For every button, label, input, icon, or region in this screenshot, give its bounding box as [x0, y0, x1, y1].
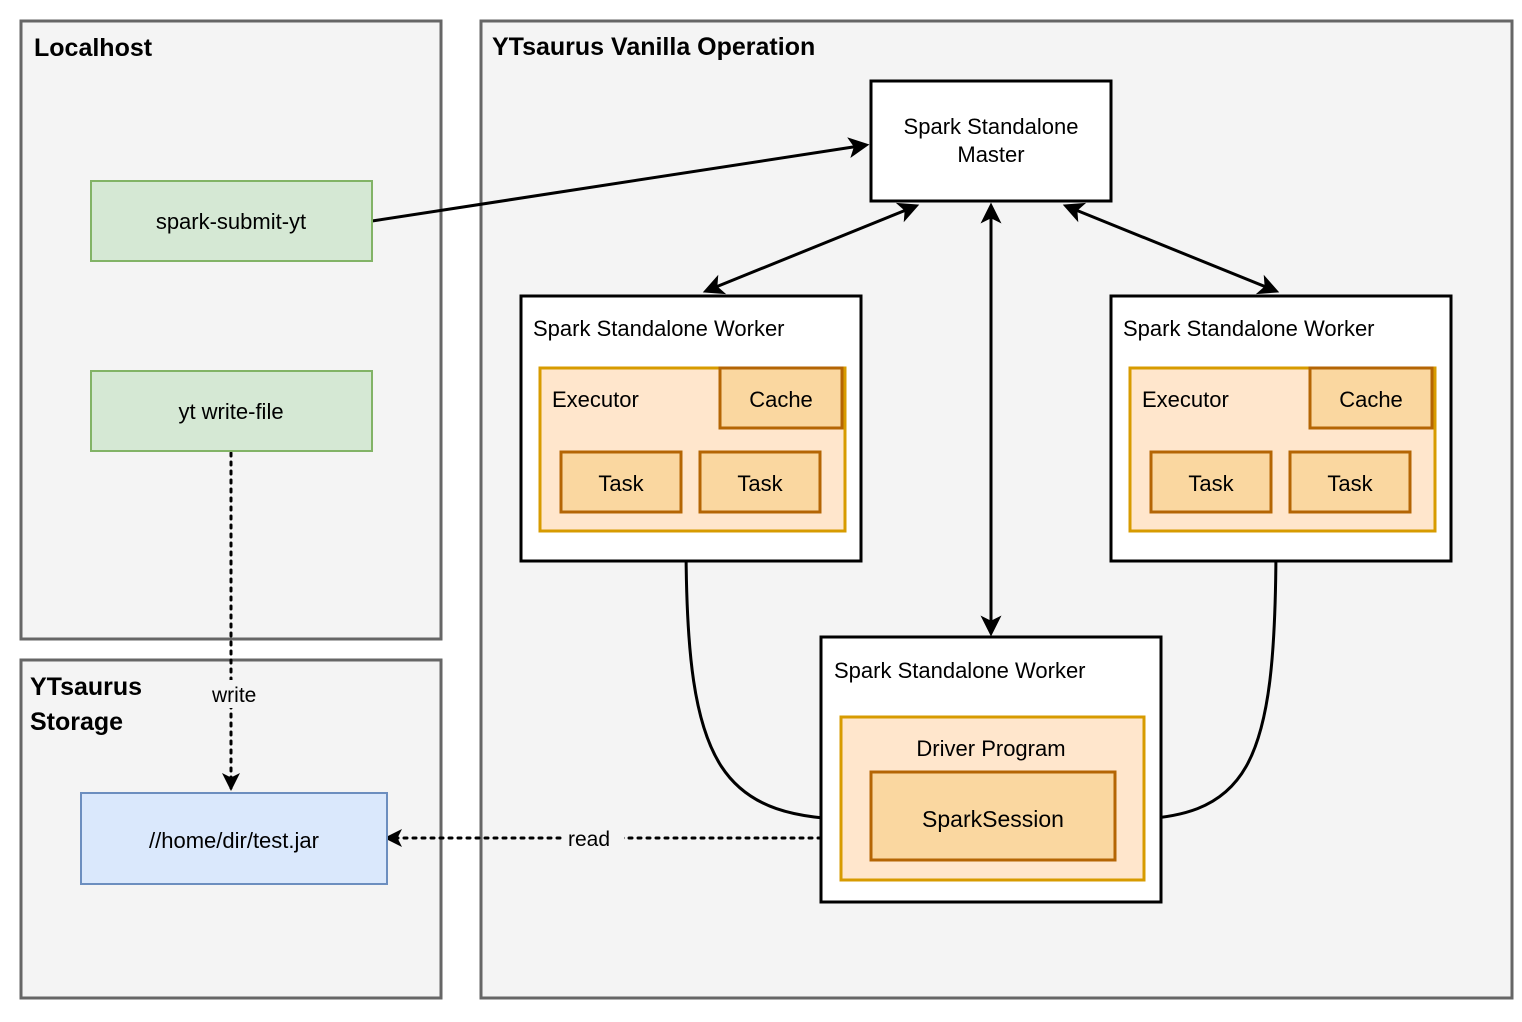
edge-label-read: read	[568, 828, 610, 851]
node-task-left-1[interactable]: Task	[559, 450, 683, 514]
node-cache-right[interactable]: Cache	[1308, 366, 1434, 430]
container-localhost-title: Localhost	[34, 34, 153, 62]
node-driver-program[interactable]: Driver Program SparkSession	[839, 715, 1146, 882]
node-jar-path[interactable]: //home/dir/test.jar	[80, 792, 388, 885]
node-task-left-2[interactable]: Task	[698, 450, 822, 514]
node-spark-submit-yt-label: spark-submit-yt	[156, 209, 306, 234]
edge-label-read-bg	[562, 824, 624, 852]
container-vanilla-operation-title: YTsaurus Vanilla Operation	[492, 33, 815, 61]
edge-master-right-worker	[1062, 202, 1280, 295]
edge-sparksession-left-executor	[675, 536, 870, 831]
edge-sparksession-right-executor	[1112, 536, 1287, 831]
node-yt-write-file[interactable]: yt write-file	[90, 370, 373, 452]
node-spark-standalone-master[interactable]: Spark Standalone Master	[869, 79, 1113, 203]
node-cache-right-label: Cache	[1339, 387, 1403, 412]
node-worker-driver-label: Spark Standalone Worker	[834, 658, 1086, 683]
node-spark-submit-yt[interactable]: spark-submit-yt	[90, 180, 373, 262]
edge-label-write-bg	[206, 680, 264, 708]
node-task-right-2[interactable]: Task	[1288, 450, 1412, 514]
node-task-left-2-label: Task	[737, 471, 783, 496]
node-jar-path-label: //home/dir/test.jar	[149, 828, 319, 853]
container-ytsaurus-storage-title-line2: Storage	[30, 708, 123, 736]
node-master-label-line2: Master	[957, 142, 1024, 167]
edge-master-left-worker	[702, 202, 920, 295]
node-worker-driver[interactable]: Spark Standalone Worker Driver Program S…	[819, 635, 1163, 904]
node-yt-write-file-label: yt write-file	[178, 399, 283, 424]
node-task-right-1[interactable]: Task	[1149, 450, 1273, 514]
node-driver-program-label: Driver Program	[916, 736, 1065, 761]
node-cache-left[interactable]: Cache	[718, 366, 844, 430]
node-executor-left-label: Executor	[552, 387, 639, 412]
node-spark-session-label: SparkSession	[922, 806, 1064, 832]
node-task-left-1-label: Task	[598, 471, 644, 496]
node-executor-left[interactable]: Executor Cache Task Task	[538, 366, 847, 533]
node-master-label-line1: Spark Standalone	[904, 114, 1079, 139]
node-executor-right[interactable]: Executor Cache Task Task	[1128, 366, 1437, 533]
node-worker-left-label: Spark Standalone Worker	[533, 316, 785, 341]
node-task-right-2-label: Task	[1327, 471, 1373, 496]
edge-label-write: write	[211, 684, 256, 707]
container-ytsaurus-storage-title-line1: YTsaurus	[30, 673, 142, 701]
node-executor-right-label: Executor	[1142, 387, 1229, 412]
node-worker-left[interactable]: Spark Standalone Worker Executor Cache T…	[519, 294, 863, 563]
edge-submit-to-master	[371, 137, 870, 223]
node-spark-session[interactable]: SparkSession	[869, 770, 1117, 862]
node-worker-right[interactable]: Spark Standalone Worker Executor Cache T…	[1109, 294, 1453, 563]
node-task-right-1-label: Task	[1188, 471, 1234, 496]
node-cache-left-label: Cache	[749, 387, 813, 412]
node-worker-right-label: Spark Standalone Worker	[1123, 316, 1375, 341]
